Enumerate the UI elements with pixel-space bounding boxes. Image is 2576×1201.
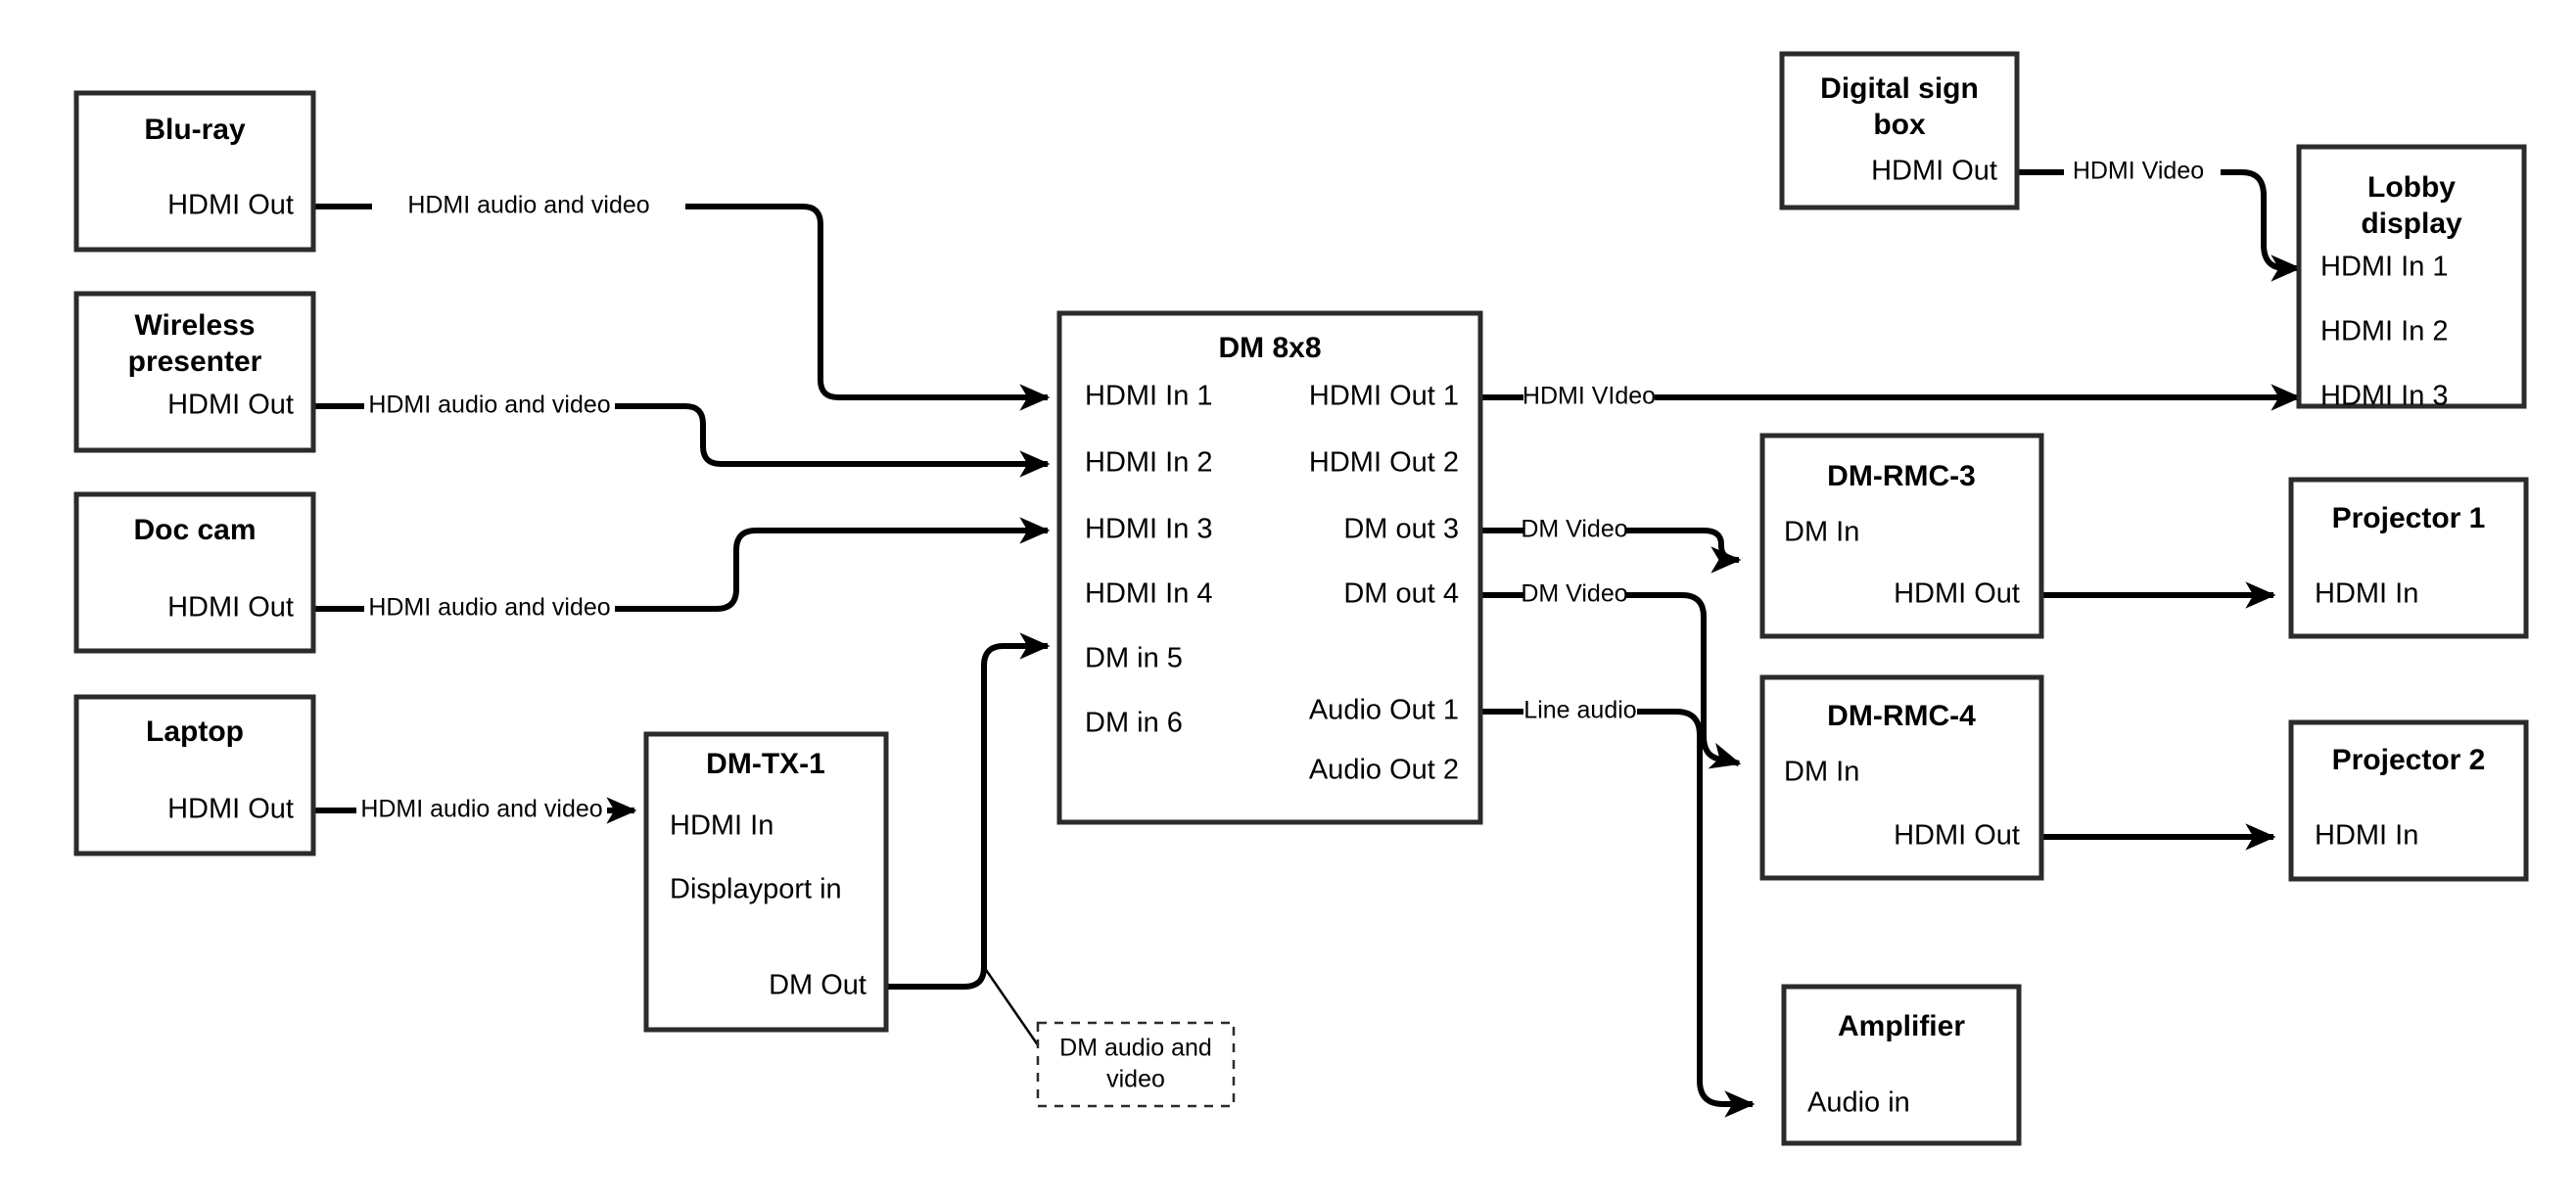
edge-label-dm-out1-to-lobby: HDMI VIdeo xyxy=(1522,383,1656,410)
node-digital-sign-box-title-line2: box xyxy=(1873,109,1926,141)
wire-dm-audioout1-to-amplifier xyxy=(1480,709,1756,1118)
node-dm-8x8-output-3: DM out 3 xyxy=(1343,514,1459,545)
node-dm-8x8-input-1: HDMI In 1 xyxy=(1085,381,1213,412)
node-dm-8x8-input-6: DM in 6 xyxy=(1085,708,1183,739)
node-doc-cam-port-hdmi-out: HDMI Out xyxy=(167,592,294,624)
node-dm-8x8-output-1: HDMI Out 1 xyxy=(1309,381,1459,412)
node-laptop-port-hdmi-out: HDMI Out xyxy=(167,794,294,825)
wire-dmtx-to-dm-in5 xyxy=(886,632,1051,990)
node-lobby-display-input-1: HDMI In 1 xyxy=(2320,252,2449,283)
node-dm-rmc-4-port-dm-in: DM In xyxy=(1784,757,1859,788)
node-bluray-title: Blu-ray xyxy=(144,114,246,146)
callout-dm-audio-and-video-line1: DM audio and xyxy=(1059,1035,1212,1062)
node-lobby-display[interactable]: Lobby display HDMI In 1 HDMI In 2 HDMI I… xyxy=(2296,144,2527,412)
node-dm-8x8-output-5: Audio Out 1 xyxy=(1309,695,1459,726)
node-dm-tx-1-port-displayport-in: Displayport in xyxy=(670,874,842,905)
node-bluray-port-hdmi-out: HDMI Out xyxy=(167,190,294,221)
wire-dm-out3-to-rmc3 xyxy=(1480,528,1742,574)
edge-label-doccam-to-dm: HDMI audio and video xyxy=(368,594,610,622)
edge-label-dm-out4-to-rmc4: DM Video xyxy=(1521,580,1627,608)
node-dm-tx-1[interactable]: DM-TX-1 HDMI In Displayport in DM Out xyxy=(643,731,889,1033)
wire-wireless-to-dm-in2 xyxy=(313,403,1051,478)
node-dm-rmc-3-title: DM-RMC-3 xyxy=(1827,460,1976,492)
node-dm-tx-1-port-hdmi-in: HDMI In xyxy=(670,810,773,842)
node-laptop-title: Laptop xyxy=(146,716,244,748)
node-lobby-display-title-line1: Lobby xyxy=(2367,171,2456,204)
node-amplifier-port-audio-in: Audio in xyxy=(1807,1087,1910,1119)
node-projector-1-title: Projector 1 xyxy=(2332,502,2486,534)
node-projector-1-port-hdmi-in: HDMI In xyxy=(2315,578,2418,610)
node-laptop[interactable]: Laptop HDMI Out xyxy=(73,694,316,856)
node-dm-rmc-3[interactable]: DM-RMC-3 DM In HDMI Out xyxy=(1759,433,2044,639)
node-dm-8x8-output-6: Audio Out 2 xyxy=(1309,755,1459,786)
callout-dm-audio-and-video-line2: video xyxy=(1106,1066,1165,1093)
node-lobby-display-input-2: HDMI In 2 xyxy=(2320,316,2449,347)
wire-doccam-to-dm-in3 xyxy=(313,517,1051,612)
node-projector-2-port-hdmi-in: HDMI In xyxy=(2315,820,2418,852)
node-dm-8x8-input-5: DM in 5 xyxy=(1085,643,1183,674)
node-lobby-display-title-line2: display xyxy=(2361,208,2462,240)
node-wireless-presenter[interactable]: Wireless presenter HDMI Out xyxy=(73,291,316,453)
node-dm-8x8-input-2: HDMI In 2 xyxy=(1085,447,1213,479)
node-dm-tx-1-port-dm-out: DM Out xyxy=(769,970,866,1001)
node-dm-tx-1-title: DM-TX-1 xyxy=(706,748,825,780)
wire-bluray-to-dm-in1 xyxy=(313,204,1051,411)
node-dm-8x8-output-4: DM out 4 xyxy=(1343,578,1459,610)
node-doc-cam[interactable]: Doc cam HDMI Out xyxy=(73,491,316,654)
node-dm-rmc-4[interactable]: DM-RMC-4 DM In HDMI Out xyxy=(1759,674,2044,881)
node-wireless-presenter-title-line2: presenter xyxy=(128,346,262,378)
edge-label-dm-out3-to-rmc3: DM Video xyxy=(1521,516,1627,543)
node-dm-rmc-3-port-dm-in: DM In xyxy=(1784,517,1859,548)
node-amplifier-title: Amplifier xyxy=(1838,1010,1965,1042)
node-wireless-presenter-port-hdmi-out: HDMI Out xyxy=(167,390,294,421)
node-amplifier[interactable]: Amplifier Audio in xyxy=(1781,984,2022,1146)
node-dm-8x8-output-2: HDMI Out 2 xyxy=(1309,447,1459,479)
edge-label-dm-audio1-to-amp: Line audio xyxy=(1523,697,1636,724)
node-wireless-presenter-title-line1: Wireless xyxy=(134,309,255,342)
node-projector-2[interactable]: Projector 2 HDMI In xyxy=(2288,719,2529,882)
node-projector-2-title: Projector 2 xyxy=(2332,744,2486,776)
edge-label-laptop-to-tx: HDMI audio and video xyxy=(360,796,602,823)
node-dm-rmc-4-title: DM-RMC-4 xyxy=(1827,700,1976,732)
node-dm-8x8-input-4: HDMI In 4 xyxy=(1085,578,1213,610)
edge-label-sign-to-lobby: HDMI Video xyxy=(2073,158,2204,185)
node-lobby-display-input-3: HDMI In 3 xyxy=(2320,381,2449,412)
node-digital-sign-box-port-hdmi-out: HDMI Out xyxy=(1871,156,1997,187)
node-digital-sign-box[interactable]: Digital sign box HDMI Out xyxy=(1779,51,2020,210)
node-doc-cam-title: Doc cam xyxy=(133,514,256,546)
wire-sign-to-lobby-in1 xyxy=(2017,169,2302,282)
edge-label-wireless-to-dm: HDMI audio and video xyxy=(368,392,610,419)
node-digital-sign-box-title-line1: Digital sign xyxy=(1820,72,1979,105)
callout-dm-audio-and-video: DM audio and video xyxy=(1036,1021,1236,1108)
node-projector-1[interactable]: Projector 1 HDMI In xyxy=(2288,477,2529,639)
node-dm-rmc-3-port-hdmi-out: HDMI Out xyxy=(1894,578,2020,610)
wire-dm-out4-to-rmc4 xyxy=(1480,592,1742,769)
node-bluray[interactable]: Blu-ray HDMI Out xyxy=(73,90,316,253)
callout-leader-line xyxy=(980,963,1045,1053)
edge-label-bluray-to-dm: HDMI audio and video xyxy=(407,192,649,219)
node-dm-8x8-input-3: HDMI In 3 xyxy=(1085,514,1213,545)
node-dm-8x8-title: DM 8x8 xyxy=(1218,332,1321,364)
node-dm-rmc-4-port-hdmi-out: HDMI Out xyxy=(1894,820,2020,852)
node-dm-8x8[interactable]: DM 8x8 HDMI In 1 HDMI In 2 HDMI In 3 HDM… xyxy=(1056,310,1483,825)
